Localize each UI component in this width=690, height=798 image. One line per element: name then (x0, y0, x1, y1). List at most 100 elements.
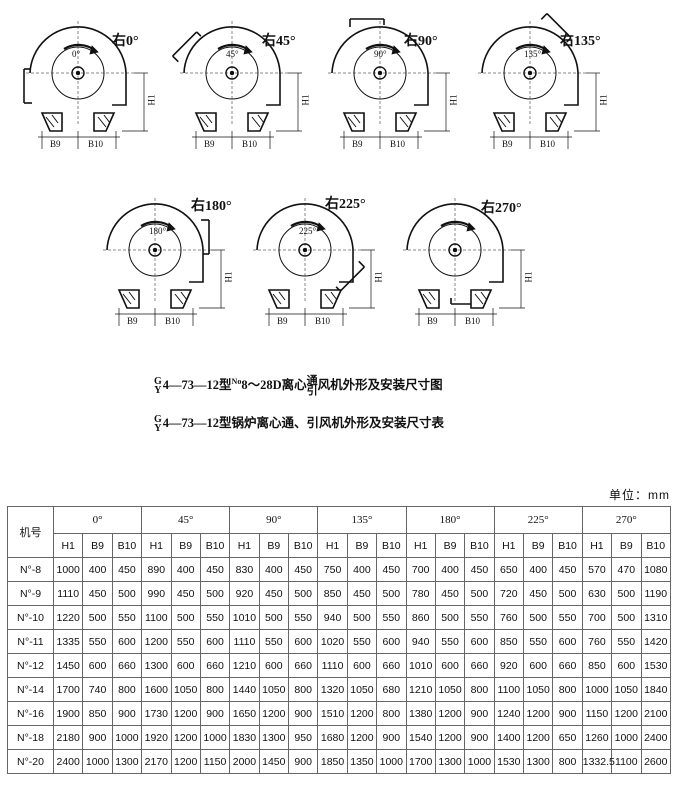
value-cell: 600 (258, 653, 290, 678)
value-cell: 2170 (141, 749, 172, 774)
angle-header: 180° (405, 506, 495, 534)
dimension-subheader: B10 (199, 533, 231, 558)
value-cell: 1200 (170, 725, 201, 750)
value-cell: 1380 (405, 701, 436, 726)
value-cell: 800 (552, 749, 583, 774)
b9-label: B9 (427, 316, 438, 326)
value-cell: 900 (199, 701, 231, 726)
angle-header: 135° (317, 506, 407, 534)
fan-outline (478, 13, 600, 149)
dimension-subheader: B10 (111, 533, 143, 558)
dimension-subheader: H1 (581, 533, 613, 558)
value-cell: 2400 (640, 725, 671, 750)
b10-label: B10 (540, 139, 556, 149)
value-cell: 1220 (52, 605, 84, 630)
value-cell: 570 (581, 557, 613, 582)
dimension-subheader: B10 (376, 533, 407, 558)
b10-label: B10 (165, 316, 181, 326)
dimension-subheader: H1 (52, 533, 84, 558)
value-cell: 500 (611, 605, 642, 630)
value-cell: 760 (493, 605, 525, 630)
value-cell: 660 (464, 653, 495, 678)
value-cell: 850 (493, 629, 525, 654)
angle-header: 90° (229, 506, 319, 534)
dimension-subheader: B10 (640, 533, 671, 558)
value-cell: 1050 (346, 677, 378, 702)
value-cell: 920 (229, 581, 260, 606)
value-cell: 1420 (640, 629, 671, 654)
value-cell: 940 (405, 629, 436, 654)
value-cell: 550 (111, 605, 143, 630)
value-cell: 600 (199, 629, 231, 654)
value-cell: 1310 (640, 605, 671, 630)
value-cell: 1000 (611, 725, 642, 750)
value-cell: 2000 (229, 749, 260, 774)
value-cell: 500 (522, 605, 554, 630)
h1-label: H1 (373, 271, 384, 283)
value-cell: 860 (405, 605, 436, 630)
value-cell: 800 (552, 677, 583, 702)
value-cell: 2100 (640, 701, 671, 726)
value-cell: 1650 (229, 701, 260, 726)
value-cell: 2180 (52, 725, 84, 750)
machine-no-cell: N°-14 (7, 677, 54, 702)
value-cell: 1200 (346, 725, 378, 750)
dimension-subheader: H1 (317, 533, 348, 558)
value-cell: 470 (611, 557, 642, 582)
h1-label: H1 (300, 94, 311, 106)
dimension-subheader: B10 (287, 533, 319, 558)
fan-outline (23, 21, 148, 149)
value-cell: 1850 (317, 749, 348, 774)
machine-no-cell: N°-10 (7, 605, 54, 630)
value-cell: 500 (376, 581, 407, 606)
value-cell: 500 (434, 605, 466, 630)
value-cell: 630 (581, 581, 613, 606)
value-cell: 550 (611, 629, 642, 654)
value-cell: 1840 (640, 677, 671, 702)
unit-label: 单位：mm (609, 488, 670, 502)
value-cell: 1020 (317, 629, 348, 654)
value-cell: 500 (170, 605, 201, 630)
machine-no-cell: N°-12 (7, 653, 54, 678)
value-cell: 450 (111, 557, 143, 582)
value-cell: 1700 (405, 749, 436, 774)
value-cell: 550 (376, 605, 407, 630)
value-cell: 660 (111, 653, 143, 678)
value-cell: 1000 (581, 677, 613, 702)
value-cell: 550 (199, 605, 231, 630)
value-cell: 2600 (640, 749, 671, 774)
value-cell: 500 (552, 581, 583, 606)
value-cell: 1510 (317, 701, 348, 726)
value-cell: 1530 (640, 653, 671, 678)
value-cell: 1300 (522, 749, 554, 774)
machine-no-cell: N°-11 (7, 629, 54, 654)
value-cell: 600 (170, 653, 201, 678)
dimension-subheader: H1 (493, 533, 525, 558)
value-cell: 1210 (229, 653, 260, 678)
value-cell: 550 (287, 605, 319, 630)
b9-label: B9 (277, 316, 288, 326)
value-cell: 1680 (317, 725, 348, 750)
angle-label: 右45° (262, 34, 296, 49)
value-cell: 1200 (258, 701, 290, 726)
value-cell: 1335 (52, 629, 84, 654)
b10-label: B10 (242, 139, 258, 149)
value-cell: 1700 (52, 677, 84, 702)
angle-header: 45° (141, 506, 231, 534)
value-cell: 500 (346, 605, 378, 630)
value-cell: 1200 (434, 725, 466, 750)
value-cell: 600 (111, 629, 143, 654)
b10-label: B10 (315, 316, 331, 326)
value-cell: 1100 (141, 605, 172, 630)
value-cell: 1200 (170, 701, 201, 726)
value-cell: 400 (522, 557, 554, 582)
value-cell: 450 (522, 581, 554, 606)
value-cell: 900 (82, 725, 113, 750)
dimension-subheader: B9 (346, 533, 378, 558)
value-cell: 450 (258, 581, 290, 606)
b9-label: B9 (502, 139, 513, 149)
